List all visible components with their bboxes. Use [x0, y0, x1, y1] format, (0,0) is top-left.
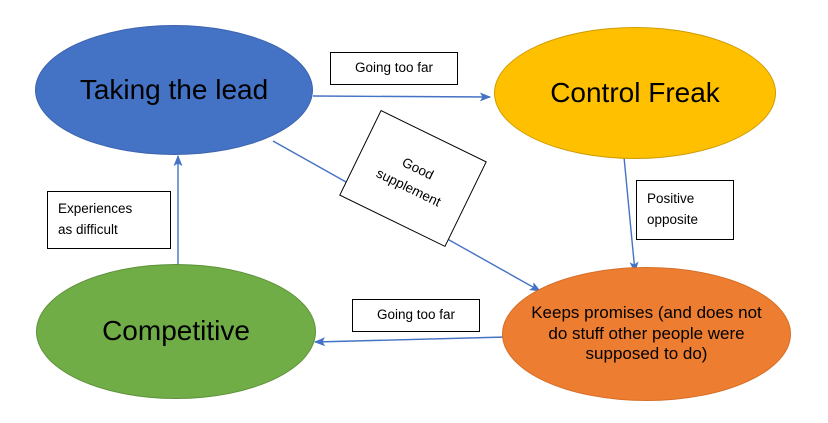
- edge-label-experiences-as-difficult[interactable]: Experiences as difficult: [47, 191, 171, 249]
- node-keeps-promises-line-3: supposed to do): [585, 344, 708, 364]
- edge-keeps-to-competitive: [313, 336, 507, 347]
- edge-label-experiences-line-1: Experiences: [58, 201, 133, 217]
- edge-control-to-keeps: [623, 156, 639, 274]
- edge-label-positive-opposite[interactable]: Positive opposite: [636, 180, 734, 240]
- node-competitive[interactable]: Competitive: [36, 264, 316, 399]
- edge-label-positive-line-2: opposite: [647, 212, 699, 227]
- node-keeps-promises-label: Keeps promises (and does not do stuff ot…: [515, 303, 778, 365]
- edge-label-going-too-far-top[interactable]: Going too far: [330, 52, 458, 85]
- edge-label-going-too-far-bottom-text: Going too far: [376, 307, 456, 323]
- edge-label-positive-opposite-text: Positive opposite: [647, 189, 698, 231]
- node-control-freak[interactable]: Control Freak: [494, 27, 776, 159]
- node-keeps-promises[interactable]: Keeps promises (and does not do stuff ot…: [502, 267, 791, 401]
- node-keeps-promises-line-2: do stuff other people were: [548, 323, 745, 343]
- node-competitive-label: Competitive: [102, 315, 250, 347]
- edge-label-experiences-line-2: as difficult: [58, 222, 118, 237]
- edge-label-good-supplement-text: Good supplement: [352, 134, 475, 222]
- edge-label-positive-line-1: Positive: [647, 191, 695, 207]
- node-taking-the-lead[interactable]: Taking the lead: [35, 25, 313, 155]
- edge-label-going-too-far-bottom[interactable]: Going too far: [352, 299, 480, 332]
- edge-label-going-too-far-top-text: Going too far: [354, 60, 434, 76]
- node-control-freak-label: Control Freak: [550, 76, 720, 108]
- edge-label-experiences-text: Experiences as difficult: [58, 199, 132, 241]
- node-taking-the-lead-label: Taking the lead: [79, 73, 269, 105]
- edge-lead-to-control: [312, 92, 492, 102]
- node-keeps-promises-line-1: Keeps promises (and does not: [531, 302, 762, 322]
